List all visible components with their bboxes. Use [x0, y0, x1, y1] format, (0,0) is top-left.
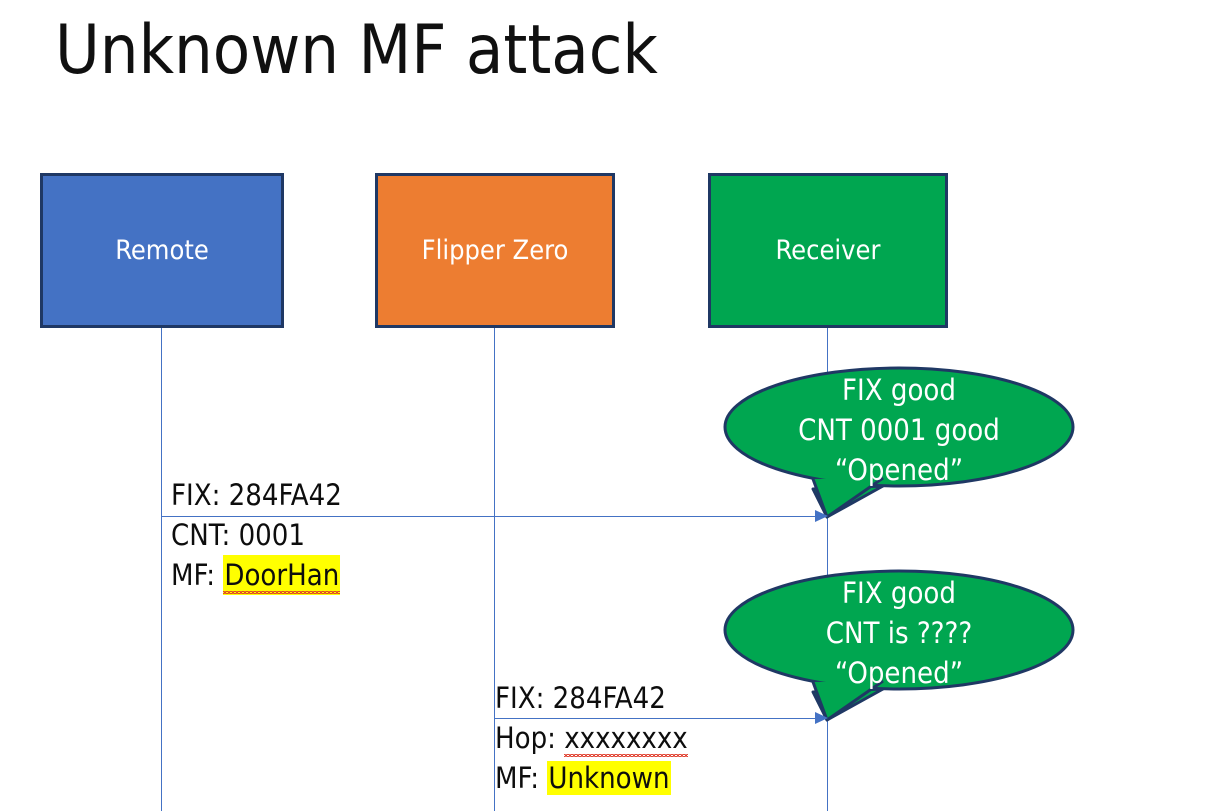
message-line: MF: DoorHan	[171, 555, 342, 595]
message-line: FIX: 284FA42	[171, 475, 342, 515]
message-line-value: 284FA42	[228, 478, 342, 512]
actor-box-remote[interactable]: Remote	[40, 173, 284, 328]
actor-label-receiver: Receiver	[775, 234, 881, 266]
message-line-value: xxxxxxxx	[564, 718, 689, 758]
arrow-head-icon	[815, 712, 828, 724]
page-title: Unknown MF attack	[55, 11, 658, 90]
arrow-shaft	[494, 718, 816, 719]
callout-bubble-receiver-1[interactable]: FIX good CNT 0001 good “Opened”	[723, 366, 1075, 521]
arrow-head-icon	[815, 510, 828, 522]
message-line-label: MF:	[171, 558, 224, 592]
callout-line-3: “Opened”	[834, 453, 964, 487]
message-line: MF: Unknown	[495, 758, 688, 798]
message-line-value: 0001	[238, 518, 305, 552]
callout-line-2: CNT 0001 good	[798, 413, 1000, 447]
callout-line-2: CNT is ????	[825, 616, 973, 650]
lifeline-receiver	[827, 328, 828, 811]
actor-box-receiver[interactable]: Receiver	[708, 173, 948, 328]
actor-label-remote: Remote	[115, 234, 209, 266]
message-line-label: FIX:	[171, 478, 229, 512]
actor-box-flipper[interactable]: Flipper Zero	[375, 173, 615, 328]
callout-shape-1	[723, 366, 1075, 519]
message-line-value: 284FA42	[552, 681, 666, 715]
callout-bubble-receiver-2[interactable]: FIX good CNT is ???? “Opened”	[723, 569, 1075, 724]
message-line-label: MF:	[495, 761, 548, 795]
message-label-remote-to-receiver: FIX: 284FA42 CNT: 0001 MF: DoorHan	[171, 475, 342, 595]
callout-text-1: FIX good CNT 0001 good “Opened”	[723, 370, 1075, 490]
message-label-flipper-to-receiver: FIX: 284FA42 Hop: xxxxxxxx MF: Unknown	[495, 678, 689, 798]
callout-line-1: FIX good	[842, 576, 956, 610]
lifeline-flipper	[494, 328, 495, 811]
arrow-shaft	[161, 516, 816, 517]
message-line: CNT: 0001	[171, 515, 342, 555]
message-line: Hop: xxxxxxxx	[495, 718, 689, 758]
lifeline-remote	[161, 328, 162, 811]
callout-shape-2	[723, 569, 1075, 722]
message-arrow-remote-to-receiver	[161, 510, 828, 523]
message-line-value-highlighted: Unknown	[547, 761, 671, 795]
message-line: FIX: 284FA42	[495, 678, 688, 718]
message-arrow-flipper-to-receiver	[494, 712, 828, 725]
message-line-label: Hop:	[495, 721, 565, 755]
actor-label-flipper: Flipper Zero	[421, 234, 569, 266]
message-line-label: FIX:	[495, 681, 553, 715]
callout-line-3: “Opened”	[834, 656, 964, 690]
message-line-value-highlighted: DoorHan	[223, 555, 341, 595]
callout-line-1: FIX good	[842, 373, 956, 407]
message-line-label: CNT:	[171, 518, 239, 552]
callout-text-2: FIX good CNT is ???? “Opened”	[723, 573, 1075, 693]
